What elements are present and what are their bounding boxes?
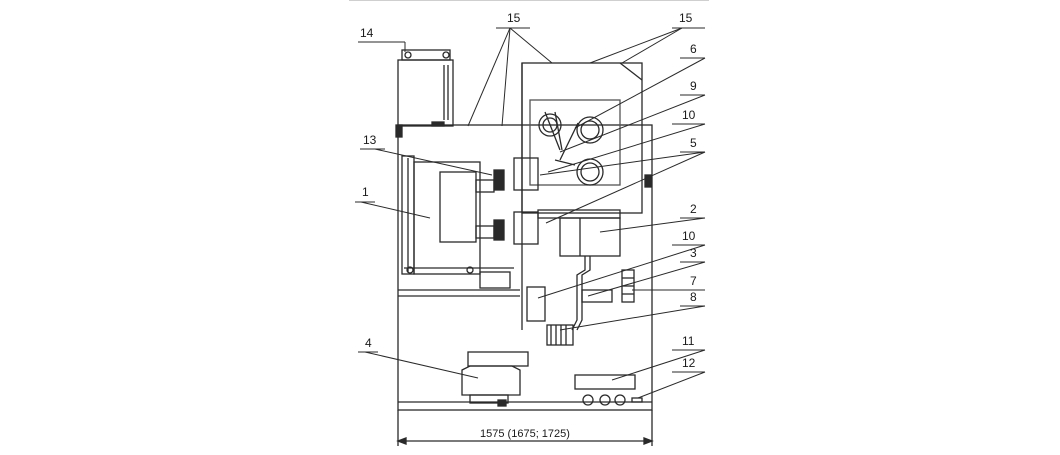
callout-10-top: 10 <box>682 108 696 122</box>
callout-1: 1 <box>362 185 369 199</box>
callout-15-left: 15 <box>507 11 521 25</box>
callout-6: 6 <box>690 42 697 56</box>
callout-7: 7 <box>690 274 697 288</box>
cable-lugs <box>574 374 643 406</box>
callout-3: 3 <box>690 246 697 260</box>
transformer <box>461 351 529 407</box>
callout-8: 8 <box>690 290 697 304</box>
callout-9: 9 <box>690 79 697 93</box>
callout-14: 14 <box>360 26 374 40</box>
callout-15-right: 15 <box>679 11 693 25</box>
vertical-conductor <box>526 256 613 331</box>
callout-labels: 15 15 14 6 9 10 13 5 1 2 10 3 7 8 4 11 1… <box>360 11 697 370</box>
callout-underlines <box>355 27 705 373</box>
callout-4: 4 <box>365 336 372 350</box>
callout-11: 11 <box>682 334 695 348</box>
overall-dimension <box>396 410 654 446</box>
callout-2: 2 <box>690 202 697 216</box>
top-border-line <box>349 0 709 1</box>
callout-13: 13 <box>363 133 377 147</box>
circuit-breaker <box>401 155 514 289</box>
callout-10-bottom: 10 <box>682 229 696 243</box>
callout-12: 12 <box>682 356 696 370</box>
callout-5: 5 <box>690 136 697 150</box>
top-box <box>397 49 454 127</box>
callout-leaders <box>360 27 706 399</box>
cable-termination <box>546 324 574 346</box>
dimension-label: 1575 (1675; 1725) <box>480 428 570 440</box>
